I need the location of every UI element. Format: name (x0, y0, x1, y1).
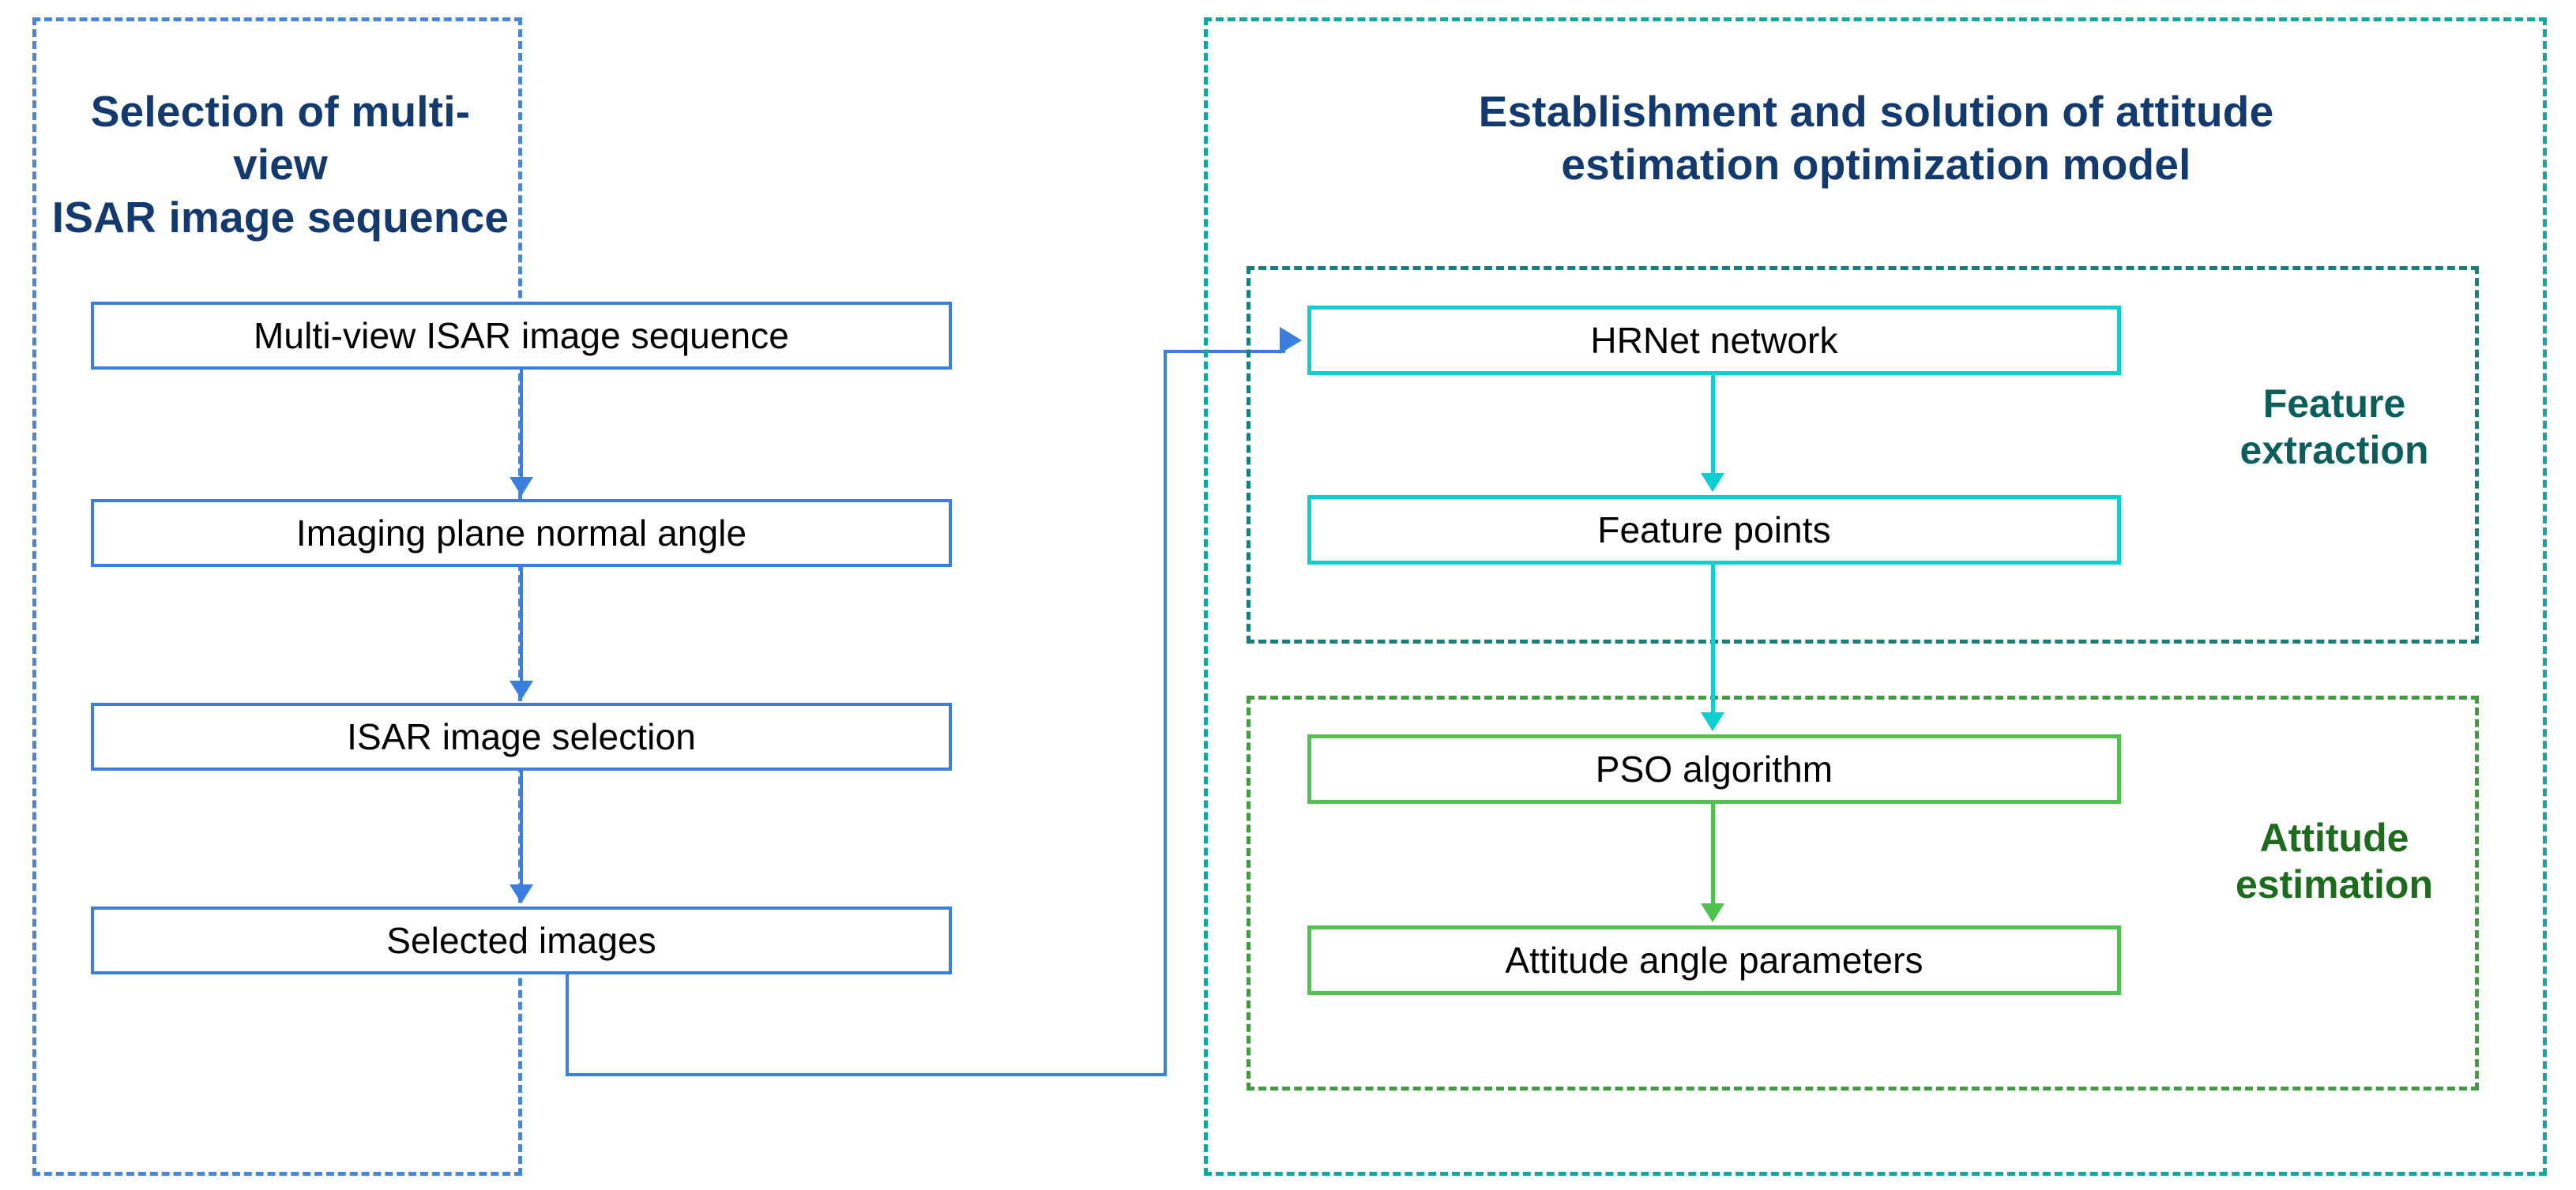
panel-feature-extraction (1247, 266, 2479, 644)
box-imaging-plane-normal-angle[interactable]: Imaging plane normal angle (91, 499, 952, 567)
box-selected-images[interactable]: Selected images (91, 907, 952, 974)
arrowhead-down-icon (510, 477, 533, 496)
arrowhead-down-icon (510, 681, 533, 700)
connector-seq-to-norm (520, 370, 523, 480)
arrowhead-down-icon (1701, 473, 1724, 492)
label-attitude-estimation: Attitude estimation (2235, 816, 2434, 907)
connector-hrnet-to-feature-points (1711, 375, 1715, 476)
connector-selection-to-output (520, 771, 523, 888)
connector-crosslink-down (566, 974, 569, 1076)
box-pso-algorithm[interactable]: PSO algorithm (1307, 734, 2121, 804)
arrowhead-down-icon (510, 884, 533, 903)
box-isar-image-selection[interactable]: ISAR image selection (91, 703, 952, 771)
arrowhead-down-icon (1701, 712, 1724, 731)
panel-attitude-estimation (1247, 696, 2479, 1091)
arrowhead-down-icon (1701, 903, 1724, 922)
connector-crosslink-right (566, 1073, 1167, 1076)
box-multi-view-isar-image-sequence[interactable]: Multi-view ISAR image sequence (91, 302, 952, 370)
box-hrnet-network[interactable]: HRNet network (1307, 306, 2121, 375)
panel-left-title: Selection of multi-view ISAR image seque… (51, 87, 510, 242)
box-feature-points[interactable]: Feature points (1307, 495, 2121, 565)
connector-crosslink-into-hrnet (1164, 350, 1285, 353)
label-feature-extraction: Feature extraction (2239, 381, 2429, 472)
panel-right-title: Establishment and solution of attitude e… (1478, 87, 2274, 190)
connector-norm-to-selection (520, 567, 523, 684)
panel-estimation-group (1204, 17, 2547, 1176)
connector-pso-to-attitude-params (1711, 804, 1715, 907)
connector-feature-points-to-pso (1711, 565, 1715, 715)
arrowhead-right-icon (1280, 327, 1302, 354)
box-attitude-angle-parameters[interactable]: Attitude angle parameters (1307, 925, 2121, 995)
connector-crosslink-up (1164, 351, 1167, 1076)
